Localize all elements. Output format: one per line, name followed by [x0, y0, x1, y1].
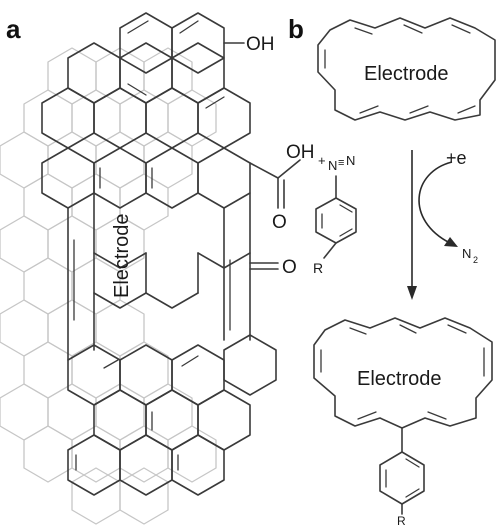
bottom-electrode-label: Electrode [357, 368, 442, 390]
front-graphene-sheet [41, 12, 277, 496]
panel-b-letter: b [288, 14, 304, 44]
diazonium-reactant [315, 175, 357, 259]
hydroxyl-label: OH [246, 34, 275, 55]
electron-reagent: +e [446, 148, 467, 168]
diazonium-charge: + [318, 153, 326, 168]
reaction-arrow-head [407, 286, 417, 300]
back-graphene-layer [0, 47, 217, 525]
product-r-group: R [397, 514, 406, 527]
grafted-aryl [379, 427, 425, 515]
substituent-bonds [223, 42, 301, 270]
nitrogen-byproduct: N [462, 246, 471, 261]
panel-a: a OH OH O O Electrode [0, 12, 315, 525]
diazonium-n2: N [346, 153, 355, 168]
top-electrode-ring [317, 17, 496, 121]
diazonium-n1: N [328, 158, 337, 173]
top-electrode-label: Electrode [364, 63, 449, 85]
reaction-arrows [407, 150, 458, 300]
diazonium-r-group: R [313, 260, 323, 276]
nitrogen-subscript: 2 [473, 255, 478, 265]
ketone-o-label: O [282, 257, 297, 278]
panel-a-letter: a [6, 14, 21, 44]
carboxyl-o-label: O [272, 212, 287, 233]
panel-b: b Electrode + N ≡ N R [288, 14, 496, 527]
bottom-electrode-ring [313, 317, 493, 429]
byproduct-arrow-head [444, 237, 458, 247]
diazonium-triple-bond: ≡ [338, 157, 344, 169]
carboxyl-oh-label: OH [286, 142, 315, 163]
panel-a-electrode-label: Electrode [111, 214, 133, 299]
